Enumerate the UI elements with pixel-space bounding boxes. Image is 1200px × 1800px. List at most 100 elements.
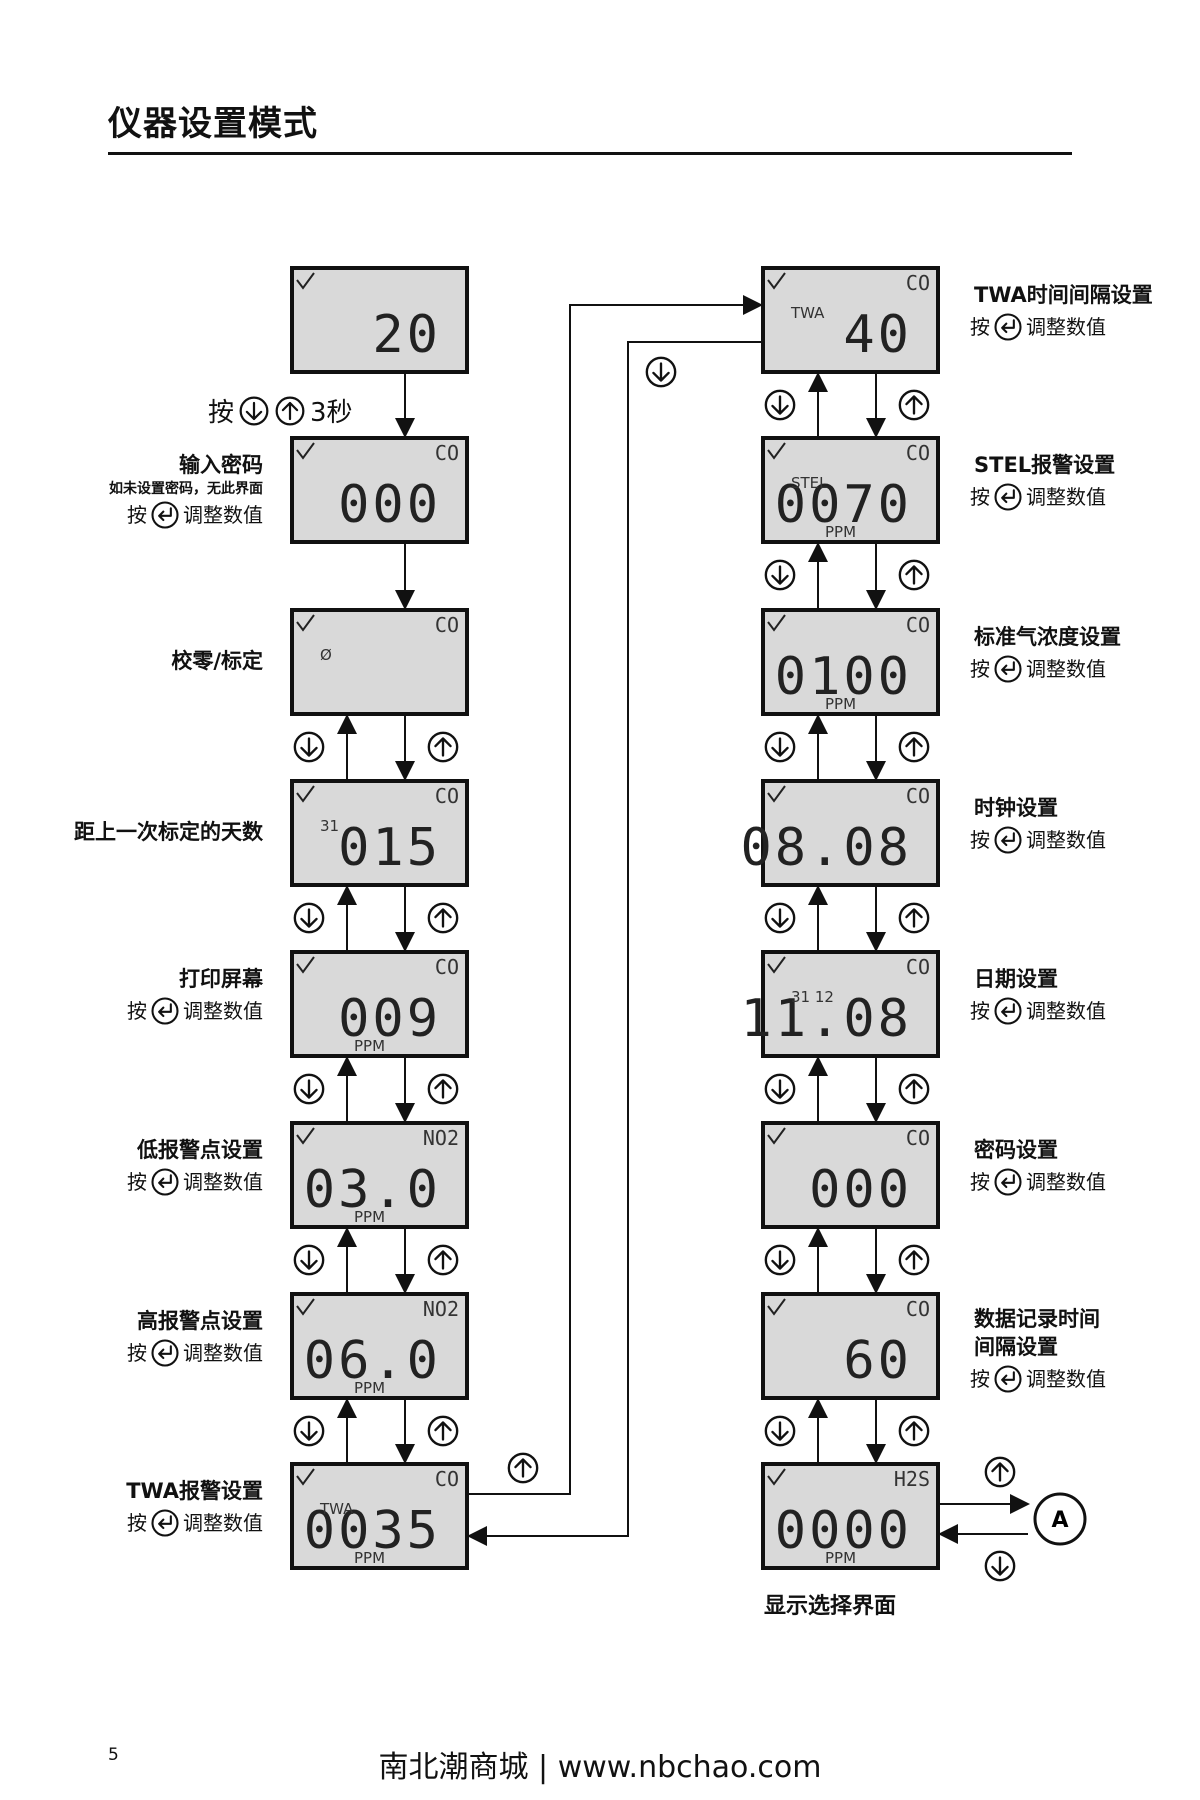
press-label: 按 [970, 315, 990, 339]
lcd-gas-label: CO [435, 441, 459, 465]
cal-gas-conc-label: 标准气浓度设置 [974, 625, 1121, 649]
down-button-icon [764, 389, 796, 421]
lcd-gas-label: CO [906, 1297, 930, 1321]
clock-start-lcd: 20 [290, 266, 469, 374]
down-button-icon [645, 356, 677, 388]
connector-line [467, 341, 763, 1546]
datalog-interval-label-1: 数据记录时间 [974, 1307, 1100, 1331]
check-icon [296, 785, 315, 803]
high-alarm-label: 高报警点设置 [137, 1309, 263, 1333]
enter-button-icon [151, 1168, 179, 1196]
lcd-indicator: Ø [320, 646, 332, 664]
twa-interval-sub: 按 调整数值 [970, 312, 1106, 342]
page-number: 5 [108, 1745, 119, 1765]
lcd-value: 0000 [775, 1501, 912, 1561]
lcd-indicator: 31 12 [791, 988, 834, 1006]
lcd-value: 015 [338, 818, 441, 878]
check-icon [767, 1468, 786, 1486]
twa-interval-label: TWA时间间隔设置 [974, 283, 1153, 307]
enter-button-icon [994, 655, 1022, 683]
down-button-icon [293, 731, 325, 763]
check-icon [296, 1298, 315, 1316]
down-button-icon [293, 1415, 325, 1447]
check-icon [296, 442, 315, 460]
connector-a-label: A [1051, 1508, 1068, 1533]
check-icon [296, 1468, 315, 1486]
stel-alarm-sub: 按调整数值 [970, 482, 1106, 512]
check-icon [767, 1298, 786, 1316]
press-label: 按 [970, 1367, 990, 1391]
press-label: 按 [970, 485, 990, 509]
password-input-label: 输入密码 [179, 453, 263, 477]
lcd-gas-label: CO [435, 784, 459, 808]
lcd-gas-label: CO [906, 613, 930, 637]
up-button-icon [898, 1244, 930, 1276]
button-icons: A [293, 356, 1087, 1582]
lcd-unit: PPM [354, 1379, 385, 1397]
lcd-unit: PPM [825, 1549, 856, 1567]
low-alarm-sub: 按调整数值 [127, 1167, 263, 1197]
lcd-gas-label: CO [435, 613, 459, 637]
print-screen-sub: 按调整数值 [127, 996, 263, 1026]
up-button-icon [898, 902, 930, 934]
check-icon [296, 614, 315, 632]
high-alarm-sub: 按调整数值 [127, 1338, 263, 1368]
clock-set-sub: 按调整数值 [970, 825, 1106, 855]
datalog-interval-sub: 按调整数值 [970, 1364, 1106, 1394]
up-button-icon [275, 396, 305, 425]
lcd-indicator: STEL [791, 474, 828, 492]
sub-label: 调整数值 [1026, 1170, 1106, 1194]
down-button-icon [764, 902, 796, 934]
lcd-value: 0100 [775, 647, 912, 707]
lcd-gas-label: CO [906, 441, 930, 465]
lcd-value: 009 [338, 989, 441, 1049]
up-button-icon [427, 902, 459, 934]
up-button-icon [427, 1244, 459, 1276]
lcd-value: 08.08 [740, 818, 912, 878]
lcd-indicator: 31 [320, 817, 339, 835]
datalog-interval-lcd: CO 60 [761, 1292, 940, 1400]
press-label: 按 [970, 999, 990, 1023]
stel-alarm-label: STEL报警设置 [974, 453, 1116, 477]
enter-button-icon [994, 997, 1022, 1025]
check-icon [296, 956, 315, 974]
lcd-value: 000 [809, 1160, 912, 1220]
password-set-sub: 按调整数值 [970, 1167, 1106, 1197]
lcd-gas-label: CO [906, 1126, 930, 1150]
check-icon [767, 272, 786, 290]
zero-span-label: 校零/标定 [171, 649, 263, 673]
sub-label: 调整数值 [183, 1170, 263, 1194]
up-button-icon [427, 1073, 459, 1105]
down-button-icon [293, 1073, 325, 1105]
sub-label: 调整数值 [1026, 315, 1106, 339]
down-button-icon [293, 902, 325, 934]
press-label: 按 [127, 503, 147, 527]
up-button-icon [898, 731, 930, 763]
page-title: 仪器设置模式 [108, 104, 318, 144]
lcd-gas-label: NO2 [423, 1126, 459, 1150]
lcd-unit: PPM [354, 1549, 385, 1567]
check-icon [767, 1127, 786, 1145]
up-button-icon [898, 1415, 930, 1447]
password-set-label: 密码设置 [974, 1138, 1058, 1162]
enter-button-icon [151, 1339, 179, 1367]
lcd-value: 0035 [304, 1501, 441, 1561]
connector-line [467, 295, 763, 1495]
lcd-value: 06.0 [304, 1331, 441, 1391]
sub-label: 调整数值 [183, 503, 263, 527]
lcd-value: 03.0 [304, 1160, 441, 1220]
up-button-icon [984, 1456, 1016, 1488]
low-alarm-label: 低报警点设置 [137, 1138, 263, 1162]
enter-button-icon [994, 313, 1022, 341]
lcd-indicator: TWA [790, 304, 825, 322]
twa-alarm-label: TWA报警设置 [126, 1479, 263, 1503]
check-icon [296, 1127, 315, 1145]
lcd-value: 60 [843, 1331, 912, 1391]
lcd-gas-label: CO [906, 784, 930, 808]
